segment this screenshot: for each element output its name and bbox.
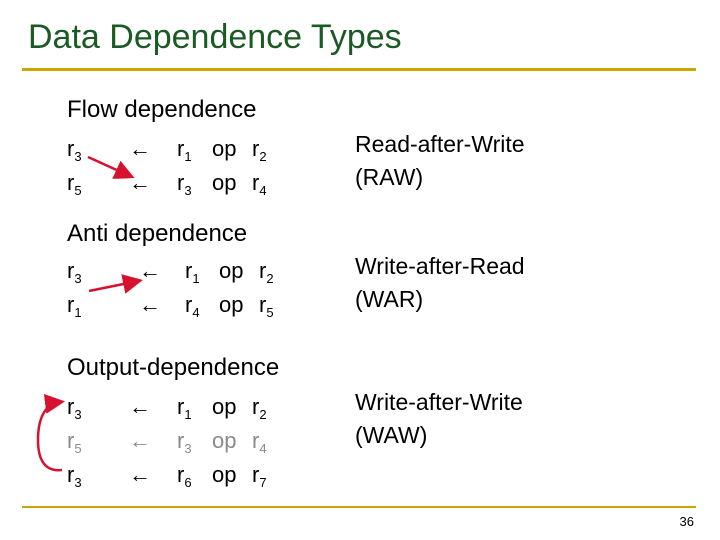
src1-reg: r3 (177, 428, 192, 456)
output-row-1: r3 ← r1 op r2 (67, 394, 327, 422)
dest-reg: r3 (67, 462, 82, 490)
flow-dependence-heading: Flow dependence (67, 96, 257, 123)
title-divider (22, 68, 696, 71)
src2-reg: r7 (252, 462, 267, 490)
flow-row-1: r3 ← r1 op r2 (67, 136, 327, 164)
dest-reg: r3 (67, 258, 82, 286)
assign-arrow: ← (129, 462, 151, 487)
src2-reg: r4 (252, 170, 267, 198)
output-dependence-heading: Output-dependence (67, 354, 280, 381)
waw-label: Write-after-Write (WAW) (355, 389, 523, 448)
dest-reg: r3 (67, 394, 82, 422)
dest-reg: r5 (67, 170, 82, 198)
operator: op (212, 462, 237, 487)
output-row-2: r5 ← r3 op r4 (67, 428, 327, 456)
assign-arrow: ← (129, 136, 151, 161)
raw-arrow (87, 155, 135, 179)
src1-reg: r1 (177, 136, 192, 164)
operator: op (212, 136, 237, 161)
operator: op (219, 258, 244, 283)
operator: op (212, 394, 237, 419)
src1-reg: r3 (177, 170, 192, 198)
src2-reg: r2 (252, 136, 267, 164)
page-number: 36 (679, 514, 694, 529)
operator: op (219, 292, 244, 317)
dest-reg: r5 (67, 428, 82, 456)
assign-arrow: ← (129, 428, 151, 453)
src1-reg: r1 (177, 394, 192, 422)
waw-arrow (36, 393, 65, 472)
operator: op (212, 170, 237, 195)
raw-label: Read-after-Write (RAW) (355, 131, 525, 190)
slide-title: Data Dependence Types (28, 18, 402, 56)
assign-arrow: ← (129, 394, 151, 419)
war-arrow (88, 274, 143, 294)
anti-row-2: r1 ← r4 op r5 (67, 292, 327, 320)
src2-reg: r2 (252, 394, 267, 422)
output-row-3: r3 ← r6 op r7 (67, 462, 327, 490)
operator: op (212, 428, 237, 453)
src1-reg: r1 (185, 258, 200, 286)
dest-reg: r3 (67, 136, 82, 164)
src1-reg: r6 (177, 462, 192, 490)
src2-reg: r2 (259, 258, 274, 286)
anti-row-1: r3 ← r1 op r2 (67, 258, 327, 286)
src2-reg: r4 (252, 428, 267, 456)
assign-arrow: ← (139, 258, 161, 283)
dest-reg: r1 (67, 292, 82, 320)
assign-arrow: ← (139, 292, 161, 317)
src1-reg: r4 (185, 292, 200, 320)
flow-row-2: r5 ← r3 op r4 (67, 170, 327, 198)
footer-divider (22, 506, 696, 508)
anti-dependence-heading: Anti dependence (67, 220, 248, 247)
src2-reg: r5 (259, 292, 274, 320)
war-label: Write-after-Read (WAR) (355, 253, 525, 312)
